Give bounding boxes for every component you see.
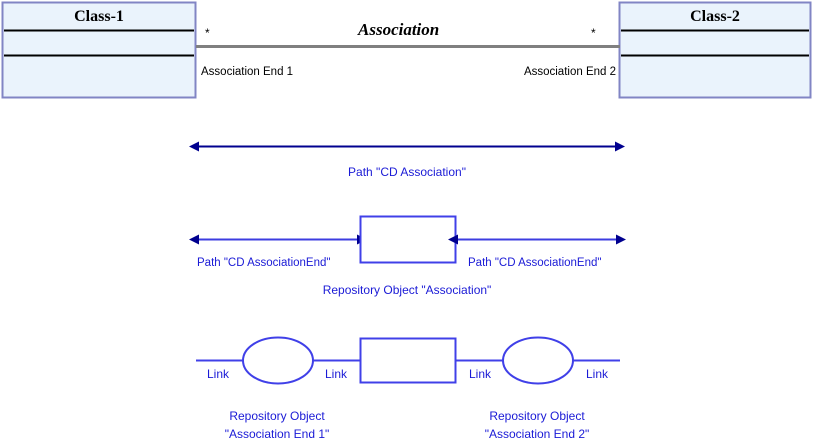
- repository-object-assoc-end-2-ellipse: [502, 336, 574, 385]
- association-end-2-label: Association End 2: [523, 66, 616, 78]
- repository-object-association-label: Repository Object "Association": [322, 283, 492, 297]
- repository-object-end-2-caption-line-1: Repository Object: [489, 409, 585, 423]
- link-chain: [196, 336, 620, 385]
- link-label-1: Link: [206, 367, 230, 381]
- multiplicity-left: *: [205, 26, 210, 40]
- repository-object-association-box: [359, 215, 457, 264]
- association-end-1-label: Association End 1: [201, 66, 294, 78]
- path-cd-associationend-label-left: Path "CD AssociationEnd": [197, 257, 331, 269]
- repository-object-assoc-end-1-ellipse: [242, 336, 314, 385]
- repository-object-end-1-caption-line-1: Repository Object: [229, 409, 325, 423]
- class-box-left: [1, 1, 197, 99]
- path-cd-association-label: Path "CD Association": [348, 165, 466, 179]
- link-label-3: Link: [468, 367, 492, 381]
- repository-object-end-2-caption-line-2: "Association End 2": [484, 427, 590, 441]
- association-name-label: Association: [358, 20, 440, 39]
- class-1-title: Class-1: [74, 8, 124, 25]
- link-label-2: Link: [324, 367, 348, 381]
- class-2-title: Class-2: [690, 8, 740, 25]
- path-cd-associationend-label-right: Path "CD AssociationEnd": [468, 257, 602, 269]
- class-box-right: [618, 1, 812, 99]
- multiplicity-right: *: [591, 26, 596, 40]
- repository-object-end-1-caption-line-2: "Association End 1": [224, 427, 330, 441]
- link-label-4: Link: [585, 367, 609, 381]
- link-center-box: [359, 337, 457, 384]
